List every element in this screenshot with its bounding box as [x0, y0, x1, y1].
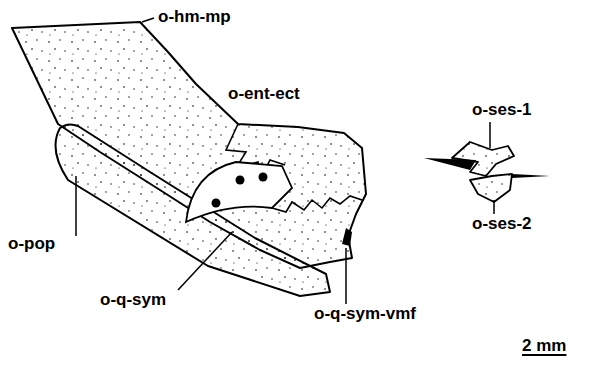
scale-bar-label: 2 mm — [522, 336, 566, 356]
part-label: o-q-sym-vmf — [314, 304, 416, 324]
part-label: o-ses-1 — [472, 100, 532, 120]
part-label: o-pop — [8, 234, 55, 254]
part-label: o-ent-ect — [228, 84, 300, 104]
part-label: o-hm-mp — [158, 7, 231, 27]
part-label: o-q-sym — [100, 290, 166, 310]
part-label: o-ses-2 — [472, 214, 532, 234]
